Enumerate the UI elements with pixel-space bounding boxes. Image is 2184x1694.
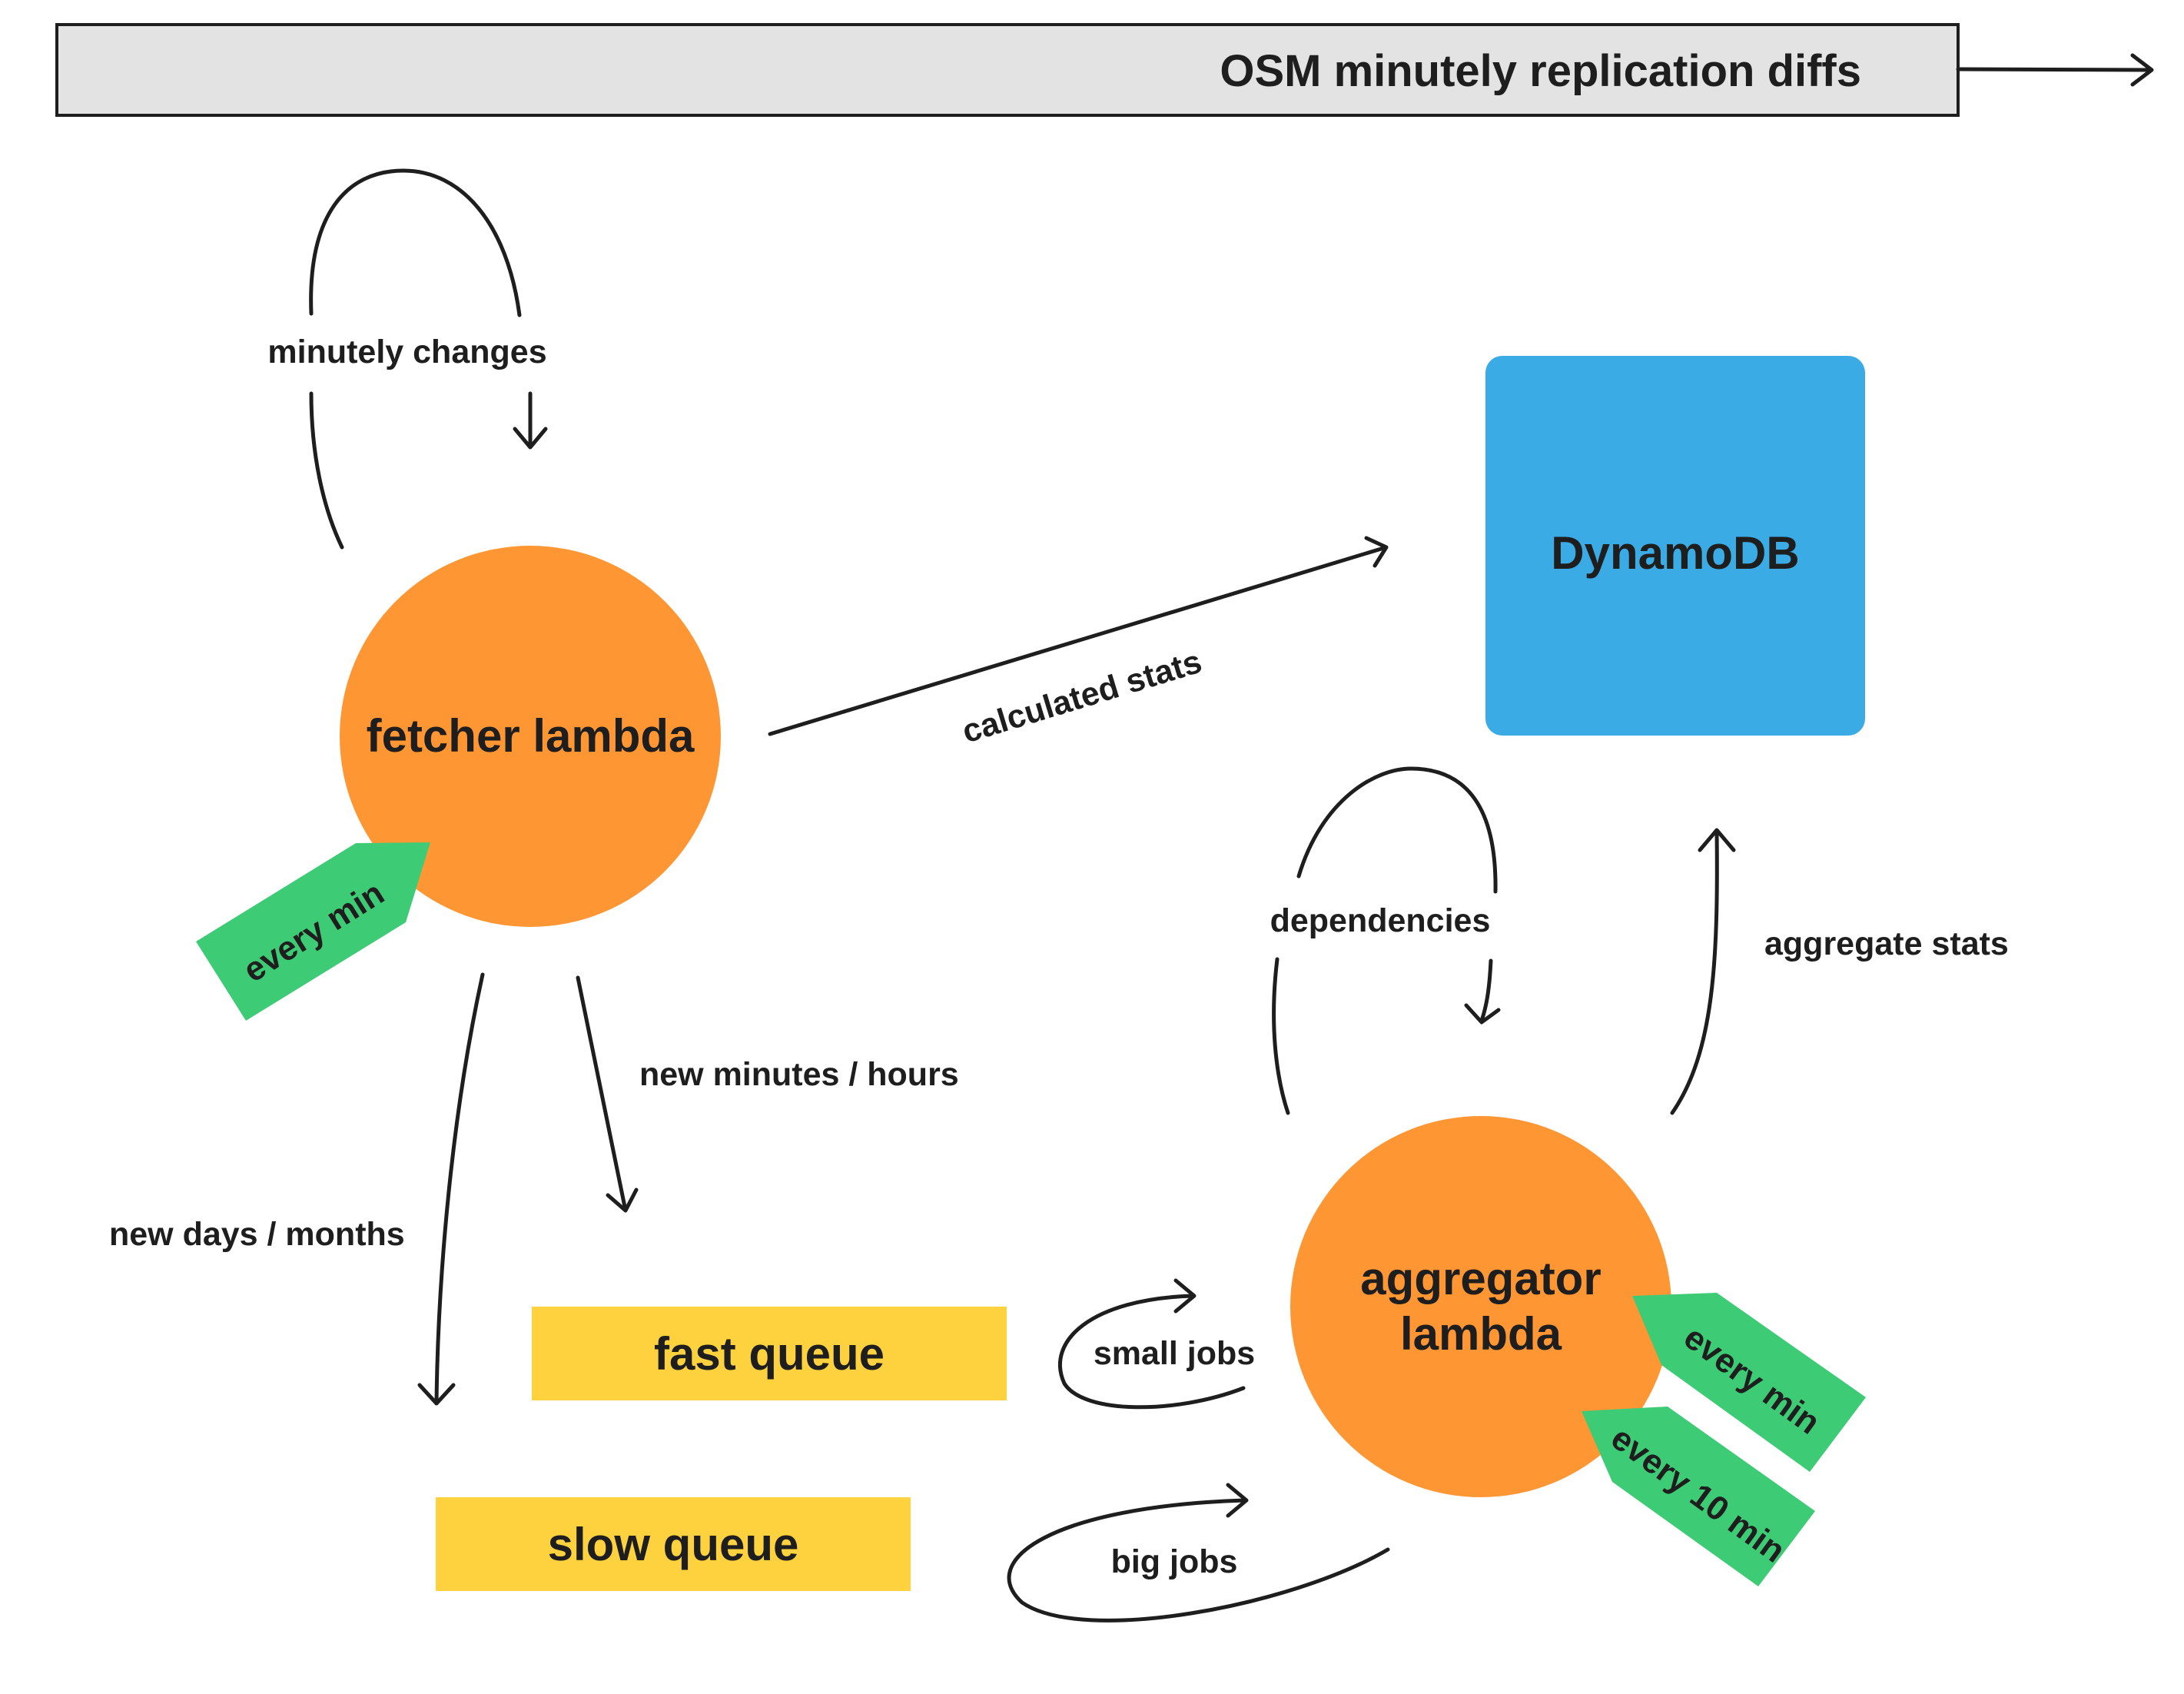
slow-queue-node: slow queue — [436, 1497, 911, 1591]
big-jobs-label: big jobs — [1111, 1543, 1238, 1580]
aggregator-lambda-circle — [1290, 1116, 1671, 1497]
small-jobs-loop — [1058, 1278, 1246, 1410]
minutely-changes-loop-left — [309, 391, 344, 550]
aggregator-lambda-label-line1: aggregator — [1360, 1253, 1601, 1304]
minutely-changes-arrowhead — [513, 391, 548, 450]
fast-queue-box — [532, 1307, 1007, 1400]
calculated-stats-label: calculated stats — [958, 643, 1207, 751]
banner-arrow — [1956, 53, 2154, 87]
fast-queue-label: fast queue — [654, 1328, 885, 1380]
new-minutes-hours-arrow — [576, 975, 639, 1213]
fast-queue-node: fast queue — [532, 1307, 1007, 1400]
osm-replication-banner: OSM minutely replication diffs — [55, 23, 1960, 117]
minutely-changes-label: minutely changes — [267, 334, 546, 370]
fetcher-lambda-circle — [340, 546, 721, 927]
banner-title: OSM minutely replication diffs — [1220, 46, 1861, 96]
dependencies-loop-top — [1296, 766, 1498, 894]
aggregator-lambda-node: aggregator lambda — [1290, 1116, 1671, 1497]
big-jobs-loop — [1007, 1483, 1390, 1623]
dependencies-label: dependencies — [1270, 902, 1491, 939]
calculated-stats-arrow — [768, 536, 1389, 736]
dynamodb-node: DynamoDB — [1485, 356, 1865, 736]
minutely-changes-loop-top — [309, 168, 522, 317]
dynamodb-box — [1485, 356, 1865, 736]
aggregator-tag1-shape — [1632, 1293, 1866, 1472]
new-days-months-label: new days / months — [109, 1216, 405, 1253]
fetcher-lambda-label: fetcher lambda — [367, 710, 695, 762]
dynamodb-label: DynamoDB — [1551, 527, 1799, 579]
new-days-months-arrow — [417, 972, 485, 1406]
banner-box — [55, 23, 1960, 117]
fetcher-every-min-tag: every min — [196, 842, 430, 1021]
dependencies-arrowhead — [1464, 958, 1501, 1025]
slow-queue-box — [436, 1497, 911, 1591]
aggregator-lambda-label-line2: lambda — [1400, 1308, 1562, 1360]
dependencies-loop-left — [1272, 957, 1290, 1115]
aggregate-stats-arrow — [1670, 828, 1736, 1115]
aggregate-stats-label: aggregate stats — [1764, 925, 2009, 962]
slow-queue-label: slow queue — [548, 1519, 799, 1570]
aggregator-tag2-shape — [1582, 1407, 1815, 1586]
fetcher-tag-shape — [196, 842, 430, 1021]
new-minutes-hours-label: new minutes / hours — [639, 1056, 959, 1093]
small-jobs-label: small jobs — [1094, 1335, 1255, 1372]
fetcher-lambda-node: fetcher lambda — [340, 546, 721, 927]
